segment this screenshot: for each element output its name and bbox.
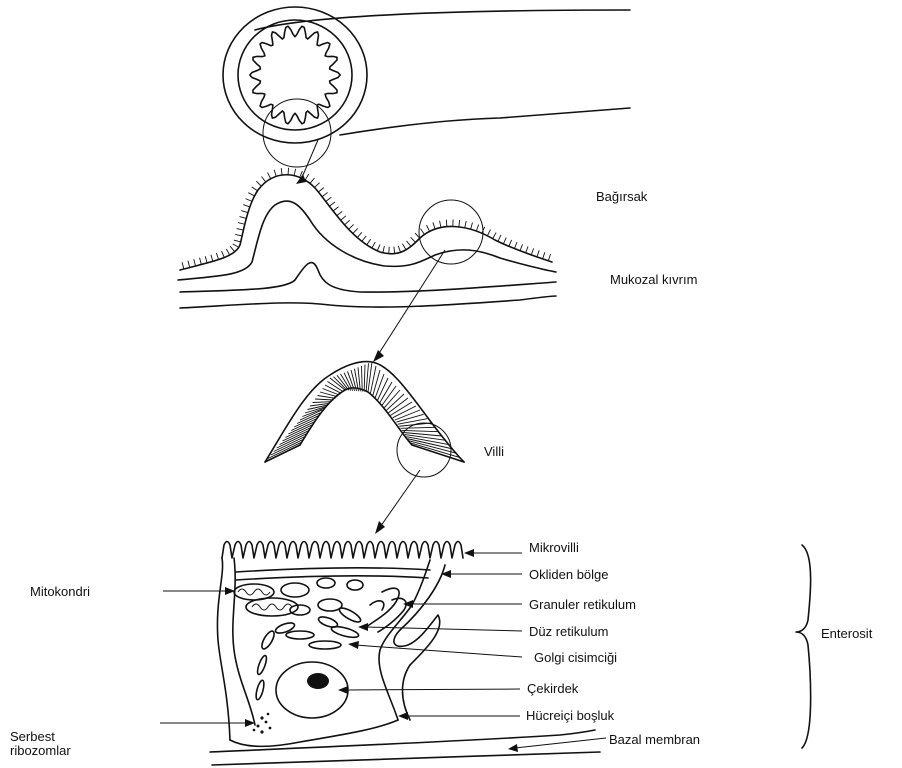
villus bbox=[265, 362, 464, 477]
label-granuler-retikulum: Granuler retikulum bbox=[529, 597, 636, 612]
label-bazal-membran: Bazal membran bbox=[609, 732, 700, 747]
label-bagirsak: Bağırsak bbox=[596, 189, 648, 204]
granular-reticulum bbox=[365, 588, 406, 632]
enterosit-brace bbox=[796, 545, 811, 748]
label-okliden-bolge: Okliden bölge bbox=[529, 567, 609, 582]
labels: Bağırsak Mukozal kıvrım Villi Mikrovilli… bbox=[10, 189, 873, 758]
basal-membrane-line bbox=[210, 730, 595, 752]
label-villi: Villi bbox=[484, 444, 504, 459]
label-cekirdek: Çekirdek bbox=[527, 681, 579, 696]
label-ribozomlar: ribozomlar bbox=[10, 743, 71, 758]
label-enterosit: Enterosit bbox=[821, 626, 873, 641]
label-duz-retikulum: Düz retikulum bbox=[529, 624, 608, 639]
label-arrows bbox=[160, 545, 811, 752]
label-mikrovilli: Mikrovilli bbox=[529, 540, 579, 555]
mitochondria bbox=[234, 578, 363, 616]
smooth-reticulum-golgi bbox=[255, 606, 363, 701]
label-hucreici-bosluk: Hücreiçi boşluk bbox=[526, 708, 615, 723]
free-ribosomes bbox=[253, 713, 272, 734]
nucleus bbox=[276, 662, 348, 718]
label-mukozal-kivrim: Mukozal kıvrım bbox=[610, 272, 697, 287]
zoom-connectors bbox=[296, 140, 445, 534]
label-golgi-cisimcigi: Golgi cisimciği bbox=[534, 650, 617, 665]
label-mitokondri: Mitokondri bbox=[30, 584, 90, 599]
mucosal-fold bbox=[178, 168, 556, 308]
intestine-tube bbox=[223, 7, 630, 167]
zoom-circle-1 bbox=[263, 99, 331, 167]
label-serbest: Serbest bbox=[10, 729, 55, 744]
